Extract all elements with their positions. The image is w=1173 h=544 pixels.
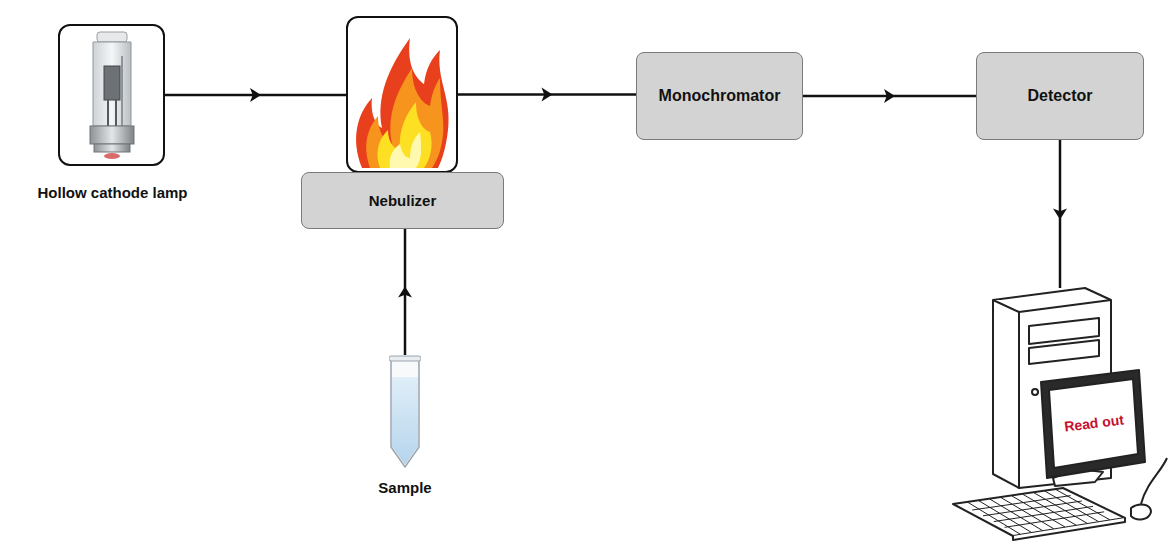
burner-assembly: Nebulizer (301, 16, 504, 229)
node-label: Nebulizer (369, 192, 437, 209)
node-label: Hollow cathode lamp (5, 184, 220, 201)
process-box: Detector (976, 52, 1144, 140)
node-label: Detector (1028, 87, 1093, 105)
tube-anchor (389, 355, 421, 469)
flow-arrow (1053, 140, 1067, 288)
flow-arrow (165, 88, 346, 102)
computer: Read out (935, 282, 1171, 542)
box-face: Detector (976, 52, 1144, 140)
screen-area: Read out (1049, 381, 1139, 464)
flame-frame (346, 16, 458, 173)
process-box: Monochromator (636, 52, 803, 140)
box-face: Monochromator (636, 52, 803, 140)
nebulizer-box: Nebulizer (301, 172, 504, 229)
lamp-box: Hollow cathode lamp (5, 24, 220, 209)
computer-illustration (935, 282, 1171, 542)
lamp-icon (60, 26, 163, 164)
flow-arrow (458, 88, 636, 102)
tower-anchor (993, 288, 1111, 488)
tube-illustration (389, 355, 421, 469)
flow-arrow (803, 89, 976, 103)
screen-text: Read out (1063, 411, 1124, 434)
flame-illustration (348, 18, 456, 171)
node-label: Monochromator (659, 87, 781, 105)
node-label: Sample (360, 479, 450, 496)
sample-tube: Sample (360, 355, 450, 500)
lamp-frame (58, 24, 165, 166)
flow-arrow (398, 229, 412, 355)
